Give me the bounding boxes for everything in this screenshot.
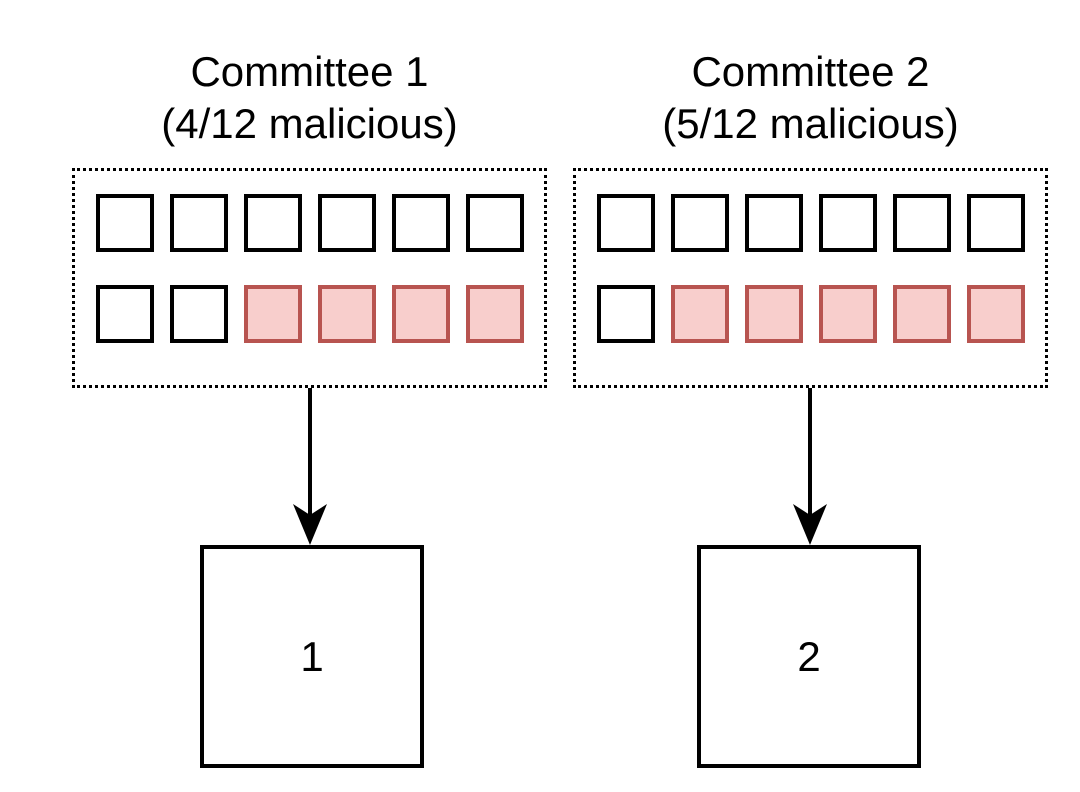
honest-member-square: [391, 194, 450, 252]
honest-member-square: [317, 194, 376, 252]
malicious-member-square: [465, 285, 524, 343]
honest-member-square: [892, 194, 951, 252]
malicious-member-square: [744, 285, 803, 343]
honest-member-square: [95, 194, 154, 252]
member-row: [576, 285, 1045, 343]
shard-1-label: 1: [300, 632, 324, 680]
malicious-member-square: [317, 285, 376, 343]
committee-2-box: [573, 168, 1048, 388]
honest-member-square: [243, 194, 302, 252]
committee-2-title-line1: Committee 2: [691, 48, 930, 95]
committee-2-arrow-icon: [793, 388, 827, 545]
member-row: [576, 194, 1045, 252]
honest-member-square: [169, 194, 228, 252]
committee-1-title: Committee 1 (4/12 malicious): [72, 46, 547, 150]
honest-member-square: [596, 194, 655, 252]
malicious-member-square: [818, 285, 877, 343]
honest-member-square: [670, 194, 729, 252]
committee-2-title: Committee 2 (5/12 malicious): [573, 46, 1048, 150]
committee-2-title-line2: (5/12 malicious): [662, 100, 959, 147]
member-row: [75, 194, 544, 252]
shard-2-box: 2: [697, 545, 921, 768]
shard-1-box: 1: [200, 545, 424, 768]
honest-member-square: [95, 285, 154, 343]
malicious-member-square: [243, 285, 302, 343]
committee-1-title-line1: Committee 1: [190, 48, 429, 95]
honest-member-square: [596, 285, 655, 343]
honest-member-square: [966, 194, 1025, 252]
malicious-member-square: [966, 285, 1025, 343]
honest-member-square: [818, 194, 877, 252]
malicious-member-square: [391, 285, 450, 343]
honest-member-square: [465, 194, 524, 252]
shard-2-label: 2: [797, 632, 821, 680]
honest-member-square: [744, 194, 803, 252]
malicious-member-square: [892, 285, 951, 343]
committee-1-title-line2: (4/12 malicious): [161, 100, 458, 147]
honest-member-square: [169, 285, 228, 343]
committee-1-box: [72, 168, 547, 388]
committee-1-arrow-icon: [293, 388, 327, 545]
member-row: [75, 285, 544, 343]
malicious-member-square: [670, 285, 729, 343]
